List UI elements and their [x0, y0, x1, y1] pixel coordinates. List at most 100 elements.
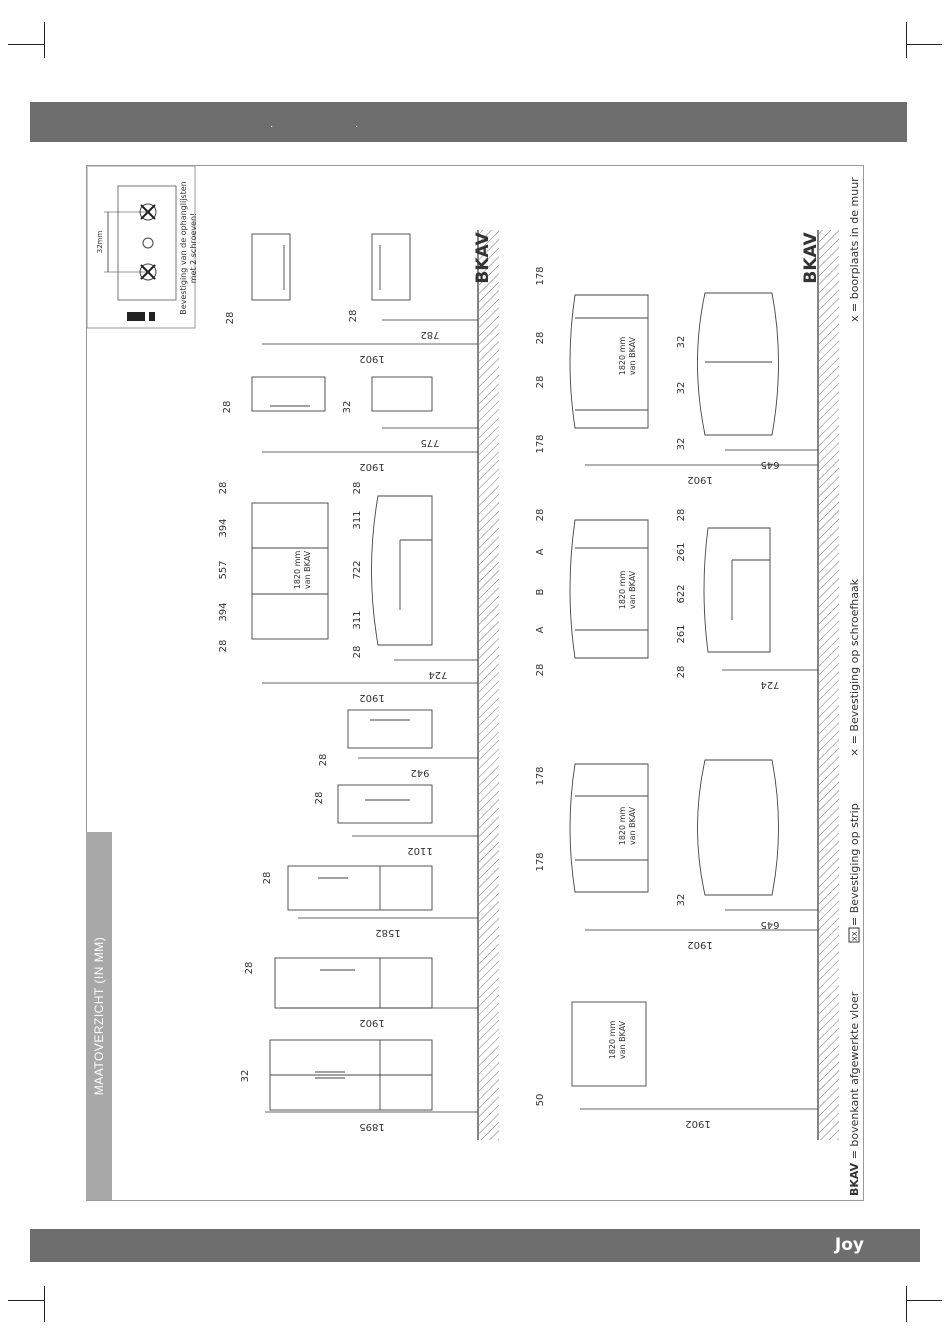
- svg-text:645: 645: [760, 919, 779, 930]
- svg-text:311: 311: [352, 610, 363, 629]
- cabinet-1902: [274, 957, 433, 1009]
- floor-hatch-left: [479, 230, 499, 1140]
- svg-text:1820 mm: 1820 mm: [608, 1021, 617, 1060]
- svg-text:1820 mm: 1820 mm: [618, 337, 627, 376]
- svg-text:28: 28: [676, 509, 687, 522]
- bkav-label-right: BKAV: [801, 232, 821, 284]
- brand-name: Joy: [834, 1235, 864, 1255]
- crop-mark: [8, 44, 44, 45]
- cabinet-1102: [337, 784, 433, 824]
- base-cabinet-782: [371, 233, 411, 301]
- svg-text:x = boorplaats in de muur: x = boorplaats in de muur: [848, 177, 861, 322]
- svg-text:724: 724: [760, 679, 779, 690]
- svg-text:32mm: 32mm: [96, 231, 104, 254]
- svg-text:Bevestiging van de ophanglijst: Bevestiging van de ophanglijsten: [179, 181, 188, 314]
- svg-text:722: 722: [352, 560, 363, 579]
- header-bar: · ·: [30, 102, 907, 142]
- base-cabinet-775: [371, 376, 433, 412]
- svg-text:1902: 1902: [359, 461, 384, 472]
- svg-text:BKAV: BKAV: [801, 232, 821, 284]
- svg-text:28: 28: [348, 310, 359, 323]
- diagram-frame: [86, 165, 864, 1201]
- svg-text:28: 28: [218, 482, 229, 495]
- svg-text:311: 311: [352, 510, 363, 529]
- vanity-rounded-645b: [697, 292, 779, 436]
- svg-text:28: 28: [244, 962, 255, 975]
- svg-text:1582: 1582: [375, 927, 400, 938]
- vanity-unit-724: [371, 495, 433, 646]
- svg-text:28: 28: [535, 509, 546, 522]
- svg-text:28: 28: [535, 664, 546, 677]
- svg-text:1820 mm: 1820 mm: [618, 571, 627, 610]
- svg-text:645: 645: [760, 459, 779, 470]
- svg-text:28: 28: [314, 792, 325, 805]
- svg-text:1902: 1902: [685, 1118, 710, 1129]
- dimension-lines: [262, 319, 818, 1113]
- svg-text:28: 28: [535, 376, 546, 389]
- svg-text:32: 32: [676, 894, 687, 907]
- electric-notes: 1820 mm van BKAV 1820 mm van BKAV 1820 m…: [293, 336, 637, 1059]
- svg-text:32: 32: [342, 401, 353, 414]
- svg-text:1902: 1902: [359, 353, 384, 364]
- svg-text:1902: 1902: [359, 692, 384, 703]
- mirror-cabinet-ab: [569, 519, 649, 659]
- vanity-unit-724b: [703, 527, 771, 653]
- svg-text:394: 394: [218, 518, 229, 537]
- crop-mark: [8, 1300, 44, 1301]
- svg-text:× = Bevestiging op schroefhaak: × = Bevestiging op schroefhaak: [848, 578, 861, 757]
- svg-text:A: A: [535, 626, 546, 633]
- svg-text:724: 724: [428, 669, 447, 680]
- legend: BKAV = bovenkant afgewerkte vloer XX = B…: [848, 177, 861, 1196]
- svg-text:met 2 schroeven!: met 2 schroeven!: [189, 213, 198, 284]
- crop-mark: [44, 1286, 45, 1322]
- svg-text:1820 mm: 1820 mm: [618, 807, 627, 846]
- svg-text:178: 178: [535, 434, 546, 453]
- svg-text:BKAV: BKAV: [473, 232, 493, 284]
- svg-text:50: 50: [535, 1094, 546, 1107]
- svg-text:28: 28: [535, 332, 546, 345]
- mounting-detail: 32mm Bevestiging van de ophanglijsten me…: [86, 165, 198, 329]
- svg-text:32: 32: [676, 438, 687, 451]
- mirror-cabinet-rounded-1902: [569, 763, 649, 893]
- svg-text:1902: 1902: [359, 1017, 384, 1028]
- bkav-label-left: BKAV: [473, 232, 493, 284]
- svg-text:32: 32: [240, 1070, 251, 1083]
- svg-text:782: 782: [420, 329, 439, 340]
- floor-hatch-right: [819, 230, 839, 1140]
- header-dot: ·: [355, 121, 359, 132]
- crop-mark: [906, 1286, 907, 1322]
- svg-text:28: 28: [318, 754, 329, 767]
- dimension-text: 1895 1902 1582 1102 942 1902 724 1902 77…: [218, 266, 780, 1132]
- svg-text:178: 178: [535, 766, 546, 785]
- svg-text:942: 942: [410, 767, 429, 778]
- svg-text:28: 28: [262, 872, 273, 885]
- svg-text:32: 32: [676, 336, 687, 349]
- svg-text:28: 28: [225, 312, 236, 325]
- cabinet-942: [347, 709, 433, 749]
- footer-bar: Joy: [30, 1229, 920, 1262]
- crop-mark: [44, 22, 45, 58]
- svg-text:1902: 1902: [687, 939, 712, 950]
- svg-text:28: 28: [222, 401, 233, 414]
- svg-text:178: 178: [535, 852, 546, 871]
- crop-mark: [906, 1300, 942, 1301]
- svg-text:261: 261: [676, 542, 687, 561]
- svg-text:28: 28: [352, 482, 363, 495]
- svg-text:van BKAV: van BKAV: [628, 336, 637, 375]
- svg-text:van BKAV: van BKAV: [628, 570, 637, 609]
- svg-text:775: 775: [420, 437, 439, 448]
- crop-mark: [906, 22, 907, 58]
- svg-text:A: A: [535, 548, 546, 555]
- vanity-rounded-645: [697, 759, 779, 896]
- svg-text:261: 261: [676, 624, 687, 643]
- svg-text:XX: XX: [851, 931, 859, 941]
- cabinet-1582: [287, 865, 433, 911]
- svg-text:178: 178: [535, 266, 546, 285]
- svg-text:28: 28: [676, 666, 687, 679]
- svg-text:1902: 1902: [687, 474, 712, 485]
- svg-text:557: 557: [218, 560, 229, 579]
- header-dot: ·: [270, 121, 274, 132]
- svg-text:28: 28: [352, 646, 363, 659]
- svg-text:1895: 1895: [359, 1121, 384, 1132]
